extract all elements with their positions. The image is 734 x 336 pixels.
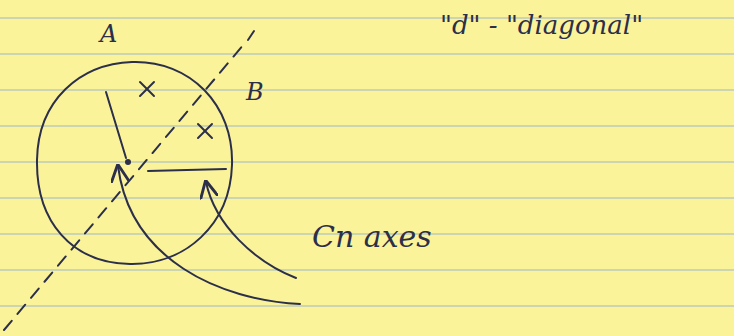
callout-text: Cn axes xyxy=(312,222,432,252)
projection-circle xyxy=(37,62,232,264)
cross-mark xyxy=(140,82,154,96)
cn-axis xyxy=(106,92,126,158)
ruled-lines xyxy=(0,18,734,306)
note-text: "d" - "diagonal" xyxy=(440,12,643,38)
leader-arrow xyxy=(206,182,296,278)
point-label: B xyxy=(246,80,264,104)
cross-mark xyxy=(198,124,212,138)
point-label: A xyxy=(100,22,117,46)
tick-mark xyxy=(248,31,254,40)
cn-axis xyxy=(148,169,226,171)
leader-arrow xyxy=(118,166,300,304)
center-point xyxy=(125,159,131,165)
